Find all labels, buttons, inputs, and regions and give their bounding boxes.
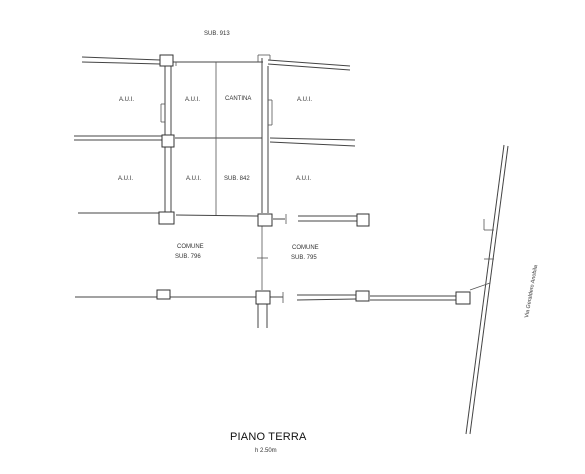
label-sub-795: SUB. 795 [291, 255, 317, 261]
units-bottom-wall [78, 212, 357, 224]
street-edge [465, 144, 509, 435]
label-aui-6: A.U.I. [296, 176, 311, 182]
label-street: Via Geraldero Anobila [524, 264, 539, 319]
label-sub-842: SUB. 842 [224, 176, 250, 182]
label-aui-4: A.U.I. [118, 176, 133, 182]
label-sub-913: SUB. 913 [204, 31, 230, 37]
pillars [156, 54, 471, 305]
label-aui-3: A.U.I. [297, 97, 312, 103]
column-details [160, 54, 273, 126]
label-comune-right: COMUNE [292, 245, 319, 251]
drawing-title: PIANO TERRA [230, 431, 307, 443]
label-aui-5: A.U.I. [186, 176, 201, 182]
vertical-walls [164, 58, 269, 328]
label-sub-796: SUB. 796 [175, 254, 201, 260]
label-aui-1: A.U.I. [119, 97, 134, 103]
label-cantina: CANTINA [225, 96, 251, 102]
drawing-height: h 2.50m [255, 448, 277, 454]
middle-boundary-wall [74, 135, 356, 147]
label-aui-2: A.U.I. [185, 97, 200, 103]
label-comune-left: COMUNE [177, 244, 204, 250]
